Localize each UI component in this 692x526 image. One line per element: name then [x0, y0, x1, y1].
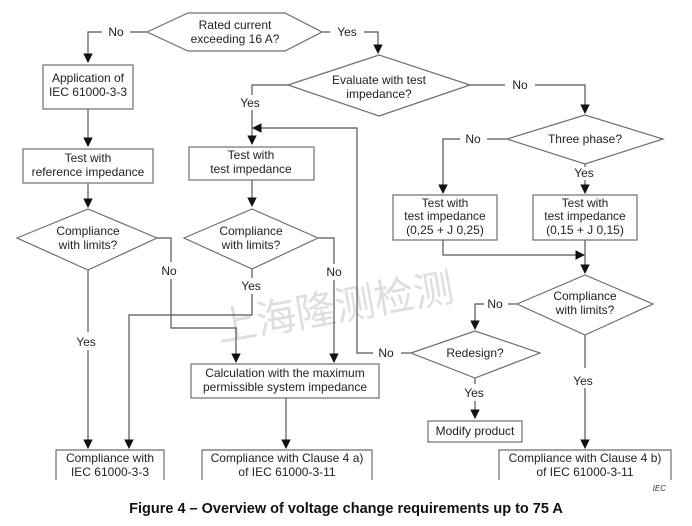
node-line: (0,15 + J 0,15): [546, 223, 624, 237]
node-line: Test with: [228, 148, 275, 162]
edge-three-phase-yes: Yes: [574, 164, 594, 194]
decision-compliance-right: Compliance with limits?: [515, 274, 655, 336]
edge-label-yes: Yes: [574, 166, 594, 180]
node-line: Three phase?: [548, 132, 622, 146]
process-test-test-impedance: Test with test impedance: [188, 146, 315, 181]
edge-label-yes: Yes: [573, 374, 593, 388]
edge-label-yes: Yes: [337, 25, 357, 39]
node-line: Application of: [52, 71, 125, 85]
node-line: of IEC 61000-3-11: [536, 465, 633, 479]
node-line: Compliance with Clause 4 b): [509, 451, 662, 465]
edge-label-no: No: [326, 265, 342, 279]
process-test-reference-impedance: Test with reference impedance: [22, 148, 154, 184]
node-line: Compliance: [219, 224, 283, 238]
node-line: with limits?: [221, 238, 281, 252]
edge-compliance-right-yes: Yes: [573, 335, 593, 449]
node-line: with limits?: [555, 303, 615, 317]
node-line: test impedance: [210, 162, 292, 176]
edge-rated-no: No: [83, 25, 147, 63]
decision-rated-current: Rated current exceeding 16 A?: [145, 12, 324, 52]
node-line: Rated current: [199, 18, 272, 32]
node-line: Calculation with the maximum: [205, 366, 364, 380]
node-line: Compliance: [56, 224, 120, 238]
figure-credit: IEC: [653, 484, 667, 493]
node-line: impedance?: [346, 87, 412, 101]
edge-compliance-right-no: No: [470, 297, 517, 330]
edge-redesign-yes: Yes: [464, 378, 484, 419]
terminal-compliance-clause-4a: Compliance with Clause 4 a) of IEC 61000…: [201, 449, 373, 480]
edge-label-yes: Yes: [240, 96, 260, 110]
node-line: exceeding 16 A?: [191, 32, 280, 46]
node-line: with limits?: [58, 238, 118, 252]
edge-label-yes: Yes: [464, 386, 484, 400]
figure-caption: Figure 4 – Overview of voltage change re…: [129, 501, 563, 517]
decision-evaluate-test-impedance: Evaluate with test impedance?: [286, 54, 472, 117]
node-line: test impedance: [404, 209, 486, 223]
edge-label-no: No: [161, 264, 177, 278]
edge-label-no: No: [378, 346, 394, 360]
edge-compliance-mid-no: No: [318, 237, 342, 363]
edge-label-no: No: [465, 132, 481, 146]
node-line: reference impedance: [32, 165, 145, 179]
process-calculation-max-impedance: Calculation with the maximum permissible…: [190, 363, 380, 399]
edge-evaluate-yes: Yes: [240, 84, 288, 145]
edge-compliance-left-yes: Yes: [76, 270, 96, 449]
node-line: Redesign?: [446, 346, 504, 360]
edge-label-no: No: [108, 25, 124, 39]
node-line: Test with: [65, 151, 112, 165]
process-application-61000-3-3: Application of IEC 61000-3-3: [42, 64, 134, 110]
process-test-impedance-015: Test with test impedance (0,15 + J 0,15): [532, 194, 638, 241]
edge-label-no: No: [487, 297, 503, 311]
node-line: Modify product: [436, 424, 515, 438]
edge-label-no: No: [512, 78, 528, 92]
node-line: IEC 61000-3-3: [49, 85, 127, 99]
decision-three-phase: Three phase?: [504, 114, 666, 165]
node-line: (0,25 + J 0,25): [406, 223, 484, 237]
node-line: IEC 61000-3-3: [71, 465, 149, 479]
process-test-impedance-025: Test with test impedance (0,25 + J 0,25): [392, 194, 498, 241]
node-line: test impedance: [544, 209, 626, 223]
process-modify-product: Modify product: [427, 420, 523, 443]
edge-rated-yes: Yes: [322, 25, 383, 54]
terminal-compliance-61000-3-3: Compliance with IEC 61000-3-3: [55, 449, 165, 480]
node-line: Compliance with Clause 4 a): [211, 451, 364, 465]
node-line: of IEC 61000-3-11: [238, 465, 335, 479]
node-line: Evaluate with test: [332, 73, 427, 87]
edge-evaluate-no: No: [470, 78, 590, 114]
edge-label-yes: Yes: [241, 279, 261, 293]
edge-three-phase-no: No: [438, 132, 507, 194]
decision-compliance-left: Compliance with limits?: [15, 208, 159, 271]
node-line: Test with: [562, 196, 609, 210]
edge-compliance-mid-yes: Yes: [124, 269, 261, 449]
edge-redesign-no: No: [252, 123, 411, 360]
node-line: permissible system impedance: [203, 380, 367, 394]
decision-redesign: Redesign?: [409, 330, 542, 379]
edge-label-yes: Yes: [76, 335, 96, 349]
terminal-compliance-clause-4b: Compliance with Clause 4 b) of IEC 61000…: [498, 449, 672, 480]
edge-compliance-left-no: No: [157, 237, 241, 363]
node-line: Test with: [422, 196, 469, 210]
edge-test-025-to-merge: [442, 240, 585, 260]
node-line: Compliance: [553, 289, 617, 303]
node-line: Compliance with: [66, 451, 154, 465]
decision-compliance-mid: Compliance with limits?: [182, 208, 320, 270]
